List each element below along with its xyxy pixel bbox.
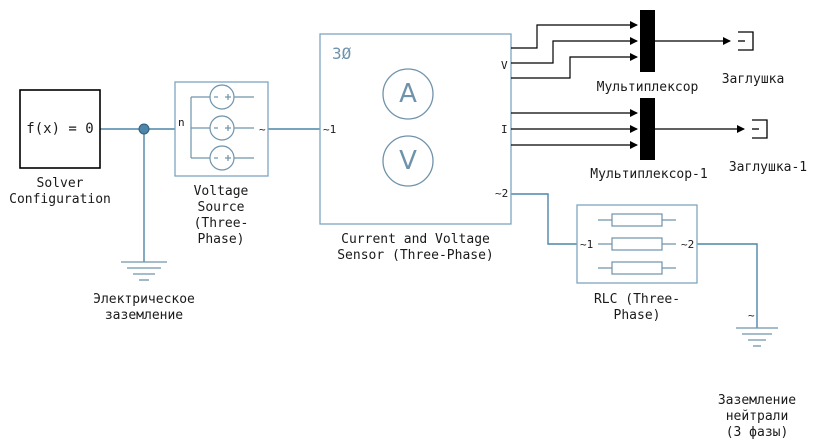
voltage-source-port-tilde: ~ (259, 123, 266, 136)
sensor-label-line2: Sensor (Three-Phase) (337, 248, 494, 263)
wire-junction-dot (138, 123, 150, 135)
voltage-source-port-n: n (178, 116, 185, 129)
voltage-source-label-line3: (Three- (193, 216, 249, 231)
voltage-source-label-line2: Source (197, 200, 245, 215)
wire-sensor-to-rlc[interactable] (511, 193, 577, 245)
ground-label-line1: Электрическое (93, 292, 195, 307)
current-voltage-sensor-block[interactable] (319, 33, 512, 225)
neutral-ground-label-line3: (3 фазы) (725, 425, 789, 440)
multiplexer-1-block[interactable] (640, 10, 655, 72)
solver-icon-text: f(x) = 0 (26, 121, 94, 137)
voltage-source-label-line1: Voltage (193, 184, 249, 199)
rlc-label-line2: Phase) (613, 308, 661, 323)
signal-connections (511, 21, 745, 149)
sensor-label-line1: Current and Voltage (341, 232, 490, 247)
voltage-source-block[interactable] (174, 81, 269, 177)
ammeter-icon (382, 68, 434, 120)
sensor-port-in: ~1 (323, 123, 337, 136)
voltmeter-icon (382, 135, 434, 187)
three-phase-source-icon (190, 84, 254, 171)
physical-connections (100, 128, 758, 328)
sensor-port-out: ~2 (495, 187, 509, 200)
voltmeter-symbol: V (399, 146, 417, 176)
ground-label-line2: заземление (104, 308, 184, 323)
wire-rlc-to-neutral-ground[interactable] (697, 243, 758, 328)
sensor-port-i: I (501, 123, 508, 136)
multiplexer-2-label: Мультиплексор-1 (590, 167, 708, 182)
resistor-bank-icon (598, 213, 676, 275)
sensor-phase-badge: 3Ø (332, 44, 352, 63)
neutral-ground-port-tilde: ~ (748, 309, 755, 322)
voltage-source-label-line4: Phase) (197, 232, 245, 247)
rlc-port-left: ~1 (580, 238, 594, 251)
neutral-ground-symbol[interactable] (736, 327, 778, 347)
signal-v-b[interactable] (511, 37, 638, 64)
neutral-ground-label-line1: Заземление (717, 393, 797, 408)
neutral-ground-label-line2: нейтрали (725, 409, 789, 424)
signal-v-a[interactable] (511, 21, 638, 49)
sensor-port-v: V (501, 59, 508, 72)
solver-label-line1: Solver (36, 176, 84, 191)
rlc-label-line1: RLC (Three- (593, 292, 681, 307)
terminator-2-block[interactable] (752, 119, 768, 139)
solver-label-line2: Configuration (9, 192, 111, 207)
rlc-three-phase-block[interactable] (576, 204, 698, 284)
ammeter-symbol: A (399, 79, 417, 109)
multiplexer-1-label: Мультиплексор (596, 80, 699, 95)
terminator-1-label: Заглушка (721, 72, 785, 87)
signal-v-c[interactable] (511, 53, 638, 79)
solver-configuration-block[interactable] (19, 89, 101, 169)
terminator-2-label: Заглушка-1 (728, 160, 808, 175)
multiplexer-2-block[interactable] (640, 98, 655, 160)
electrical-ground-symbol[interactable] (121, 261, 167, 281)
rlc-port-right: ~2 (681, 238, 695, 251)
terminator-1-block[interactable] (738, 31, 754, 51)
